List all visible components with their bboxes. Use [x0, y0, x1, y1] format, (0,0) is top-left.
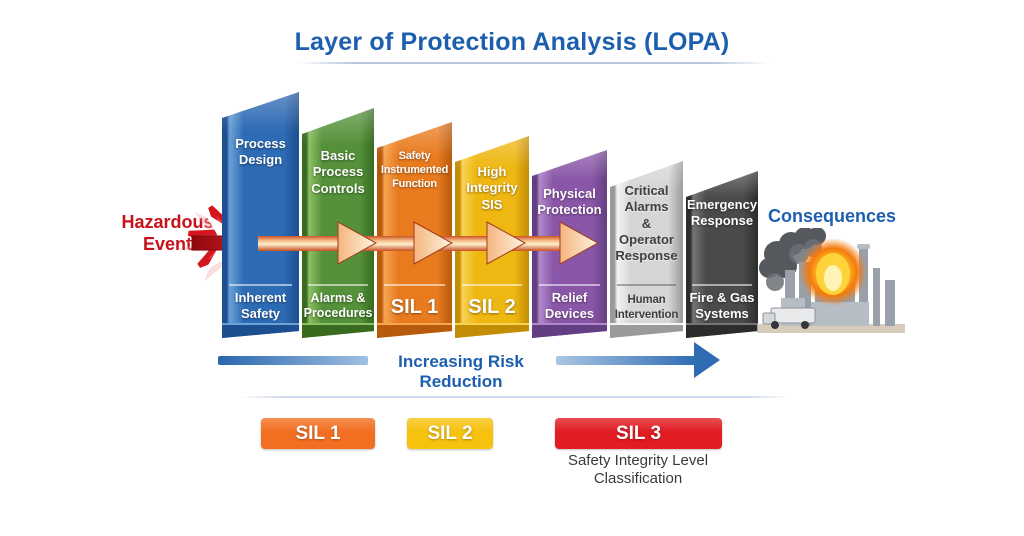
risk-arrow-shaft-right: [556, 356, 696, 365]
layer-divider: [617, 284, 677, 286]
layer-bottom-label: Alarms & Procedures: [303, 290, 373, 321]
layer-top-label: Physical Protection: [537, 186, 602, 218]
layer-divider: [692, 284, 751, 286]
layer-bevel: [455, 323, 529, 338]
sil-3-badge: SIL 3: [555, 418, 722, 449]
layer-bevel: [222, 323, 299, 338]
layer-bottom-label: Relief Devices: [544, 289, 595, 321]
layer-bottom-label: Inherent Safety: [234, 289, 287, 321]
layer-divider: [229, 284, 292, 286]
layer-top-label: High Integrity SIS: [466, 164, 518, 212]
section-divider: [240, 396, 790, 398]
layer-bar-process-design: Process Design Inherent Safety: [222, 92, 299, 338]
risk-arrow-shaft-left: [218, 356, 368, 365]
hazardous-event-label: Hazardous Event: [121, 212, 214, 254]
layer-bottom-label: SIL 1: [390, 296, 439, 318]
layer-bevel: [532, 323, 607, 338]
risk-reduction-label: Increasing Risk Reduction: [398, 352, 524, 391]
layer-bottom-label: Human Intervention: [614, 294, 679, 321]
risk-arrow-head-icon: [694, 342, 720, 378]
consequences-label: Consequences: [767, 206, 897, 226]
layer-divider: [308, 284, 367, 286]
sil-1-badge: SIL 1: [261, 418, 375, 449]
flow-arrow-icon: [258, 221, 600, 265]
layer-top-label: Basic Process Controls: [311, 148, 365, 196]
layer-divider: [539, 284, 601, 286]
sil-2-badge: SIL 2: [407, 418, 493, 449]
layer-bottom-label: Fire & Gas Systems: [689, 289, 755, 321]
layer-divider: [384, 284, 446, 286]
layer-bar-emergency-response: Emergency Response Fire & Gas Systems: [686, 171, 758, 338]
title-underline: [297, 62, 770, 64]
burning-plant-illustration: [757, 228, 905, 333]
layer-bevel: [377, 323, 452, 338]
layer-top-label: Safety Instrumented Function: [380, 150, 449, 190]
layer-bevel: [686, 323, 758, 338]
layer-bevel: [302, 323, 374, 338]
layer-bottom-label: SIL 2: [468, 296, 516, 318]
layer-bar-critical-alarms-operator-response: Critical Alarms & Operator Response Huma…: [610, 161, 683, 338]
layer-bevel: [610, 323, 683, 338]
layer-top-label: Critical Alarms & Operator Response: [615, 183, 678, 263]
layer-top-label: Process Design: [235, 136, 286, 168]
layer-divider: [462, 284, 523, 286]
sil-caption: Safety Integrity Level Classification: [567, 452, 709, 487]
layer-top-label: Emergency Response: [686, 197, 758, 229]
page-title: Layer of Protection Analysis (LOPA): [294, 28, 730, 56]
